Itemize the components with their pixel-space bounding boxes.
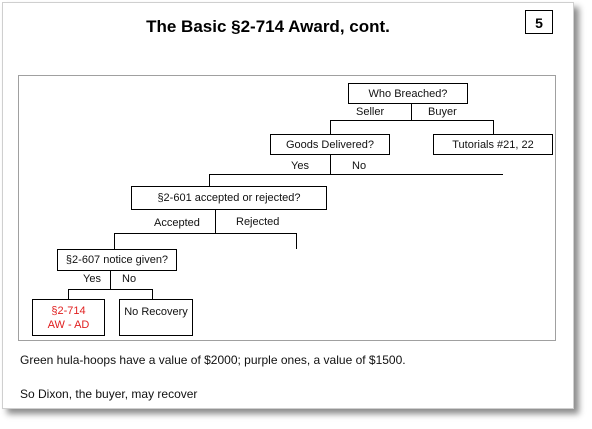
branch-yes-label: Yes [83,273,101,285]
node-award-line2: AW - AD [47,318,90,331]
node-goods-delivered: Goods Delivered? [270,134,390,155]
node-tutorials-label: Tutorials #21, 22 [452,138,534,151]
branch-buyer-label: Buyer [428,106,457,118]
branch-no-label: No [122,273,137,285]
connector [296,233,297,249]
body-text-line: Green hula-hoops have a value of $2000; … [20,353,406,367]
node-notice-given-label: §2-607 notice given? [65,254,169,266]
connector [114,233,297,234]
page-number: 5 [525,10,553,34]
connector [330,120,494,121]
branch-seller-label: Seller [356,106,385,118]
connector [493,120,494,134]
connector [330,120,331,134]
node-notice-given: §2-607 notice given? [57,249,177,271]
branch-accepted-label: Accepted [154,217,200,229]
branch-no-label: No [352,160,367,172]
node-tutorials: Tutorials #21, 22 [433,134,553,155]
node-accepted-or-rejected-label: §2-601 accepted or rejected? [157,192,301,204]
connector [68,289,153,290]
node-award: §2-714 AW - AD [32,299,105,336]
node-who-breached-label: Who Breached? [368,87,448,100]
connector [215,210,216,233]
connector [68,289,69,299]
connector [209,174,503,175]
node-accepted-or-rejected: §2-601 accepted or rejected? [131,186,327,210]
connector [152,289,153,299]
connector [411,104,412,120]
branch-yes-label: Yes [291,160,309,172]
slide: The Basic §2-714 Award, cont. 5 Who Brea… [2,2,574,409]
node-no-recovery-label: No Recovery [124,306,188,318]
connector [330,155,331,174]
node-no-recovery: No Recovery [119,299,193,336]
node-who-breached: Who Breached? [348,83,468,104]
slide-title: The Basic §2-714 Award, cont. [146,17,390,36]
node-goods-delivered-label: Goods Delivered? [285,138,375,151]
decision-tree-frame: Who Breached? Seller Buyer Tutorials #21… [18,75,556,341]
branch-rejected-label: Rejected [236,216,280,228]
body-text-line: So Dixon, the buyer, may recover [20,387,198,401]
connector [114,233,115,249]
node-award-line1: §2-714 [51,304,86,317]
connector [209,174,210,186]
connector [110,271,111,289]
